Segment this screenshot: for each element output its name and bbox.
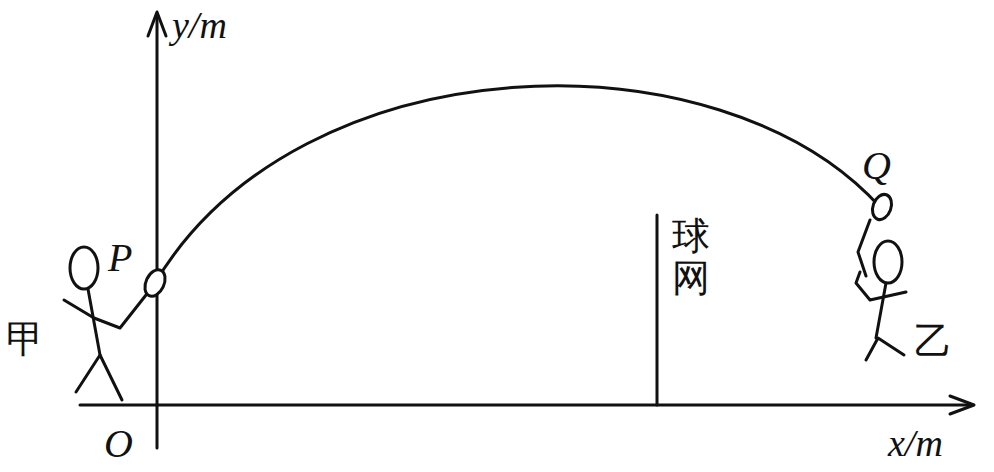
person-legs [76, 355, 122, 400]
net-label: 球网 [672, 216, 710, 300]
person-head [70, 247, 98, 289]
y-axis-arrow [148, 12, 166, 36]
axis-label: y/m [172, 6, 227, 44]
person-arms [856, 272, 906, 300]
person-body [876, 283, 886, 338]
net-post [656, 215, 659, 405]
origin-label: O [104, 424, 133, 464]
ball [869, 192, 895, 223]
person-raised-arm [858, 220, 870, 276]
axis-label: x/m [888, 424, 943, 462]
person-legs [866, 338, 904, 360]
ball-trajectory [155, 86, 880, 283]
x-axis-arrow [950, 396, 974, 414]
person-arms [64, 295, 146, 328]
person-body [88, 289, 100, 355]
person-label: 乙 [914, 322, 952, 360]
y-axis [156, 14, 159, 448]
person-head [874, 241, 902, 283]
person-label: 甲 [6, 320, 44, 358]
point-label: Q [862, 146, 891, 186]
point-label: P [108, 238, 132, 278]
x-axis [80, 404, 972, 407]
